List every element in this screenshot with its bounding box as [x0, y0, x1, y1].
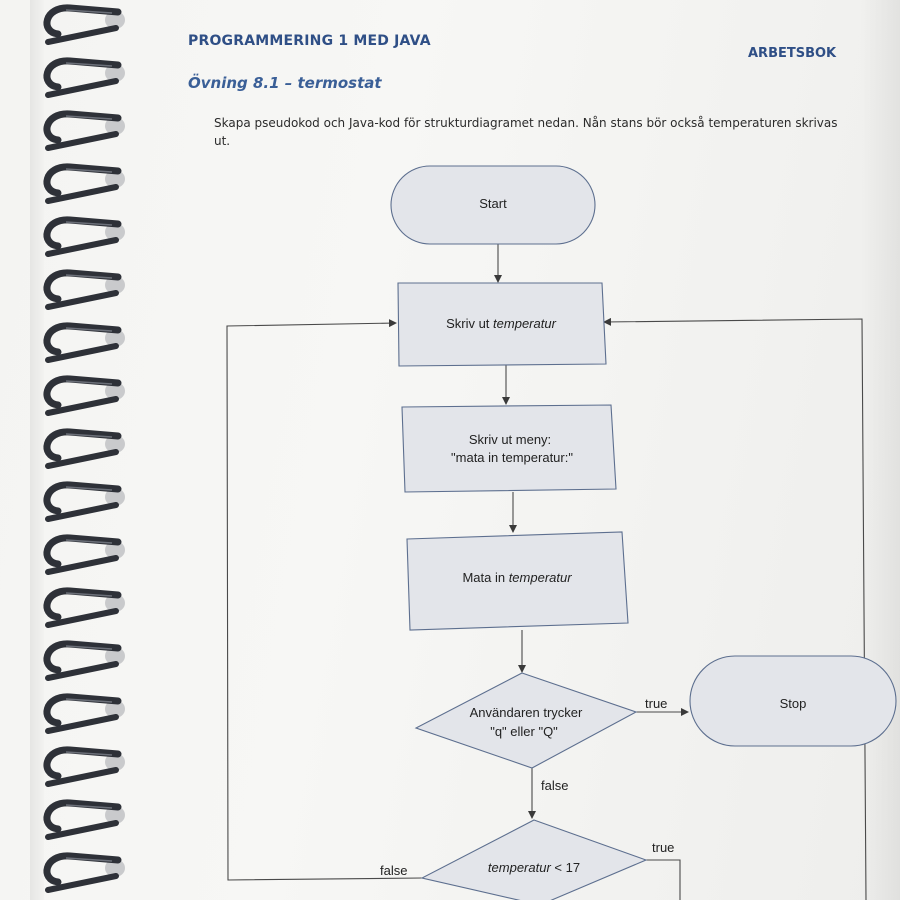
spiral-coil — [43, 640, 125, 681]
print-menu-node: Skriv ut meny: "mata in temperatur:" — [401, 404, 617, 493]
spiral-coil — [43, 746, 125, 787]
input-prefix: Mata in — [462, 570, 508, 585]
temp-decision-condition: < 17 — [551, 860, 580, 875]
temp-decision-variable: temperatur — [488, 860, 552, 875]
exercise-instruction: Skapa pseudokod och Java-kod för struktu… — [214, 116, 838, 148]
loop-return-right-line — [603, 317, 867, 900]
spiral-coil — [43, 110, 125, 151]
exercise-title: Övning 8.1 – termostat — [188, 74, 382, 92]
book-type-label: ARBETSBOK — [748, 46, 837, 61]
input-variable: temperatur — [509, 570, 573, 585]
edge-label-true-temp: true — [652, 840, 674, 855]
spiral-coil — [43, 375, 125, 416]
loop-left-line — [226, 319, 423, 881]
binding-strip — [30, 0, 44, 900]
quit-decision-node: Användaren trycker "q" eller "Q" — [414, 672, 638, 769]
edge-label-false-quit: false — [541, 778, 568, 793]
page-edge-shadow — [860, 0, 900, 900]
spiral-coil — [43, 481, 125, 522]
spiral-coil — [43, 57, 125, 98]
temperature-decision-node: temperatur < 17 — [420, 819, 648, 900]
svg-text:Mata in temperatur: Mata in temperatur — [462, 570, 572, 585]
spiral-coil — [43, 852, 125, 893]
spiral-coil — [43, 216, 125, 257]
spiral-coil — [43, 428, 125, 469]
edge-label-false-temp: false — [380, 863, 407, 878]
print-temperature-node: Skriv ut temperatur — [397, 282, 607, 367]
spiral-coil — [43, 4, 125, 45]
quit-decision-line2: "q" eller "Q" — [490, 724, 558, 739]
spiral-coil — [43, 587, 125, 628]
start-label: Start — [479, 196, 507, 211]
stop-label: Stop — [780, 696, 807, 711]
loop-right-line — [646, 859, 681, 900]
print-menu-line1: Skriv ut meny: — [469, 432, 551, 447]
print-menu-line2: "mata in temperatur:" — [451, 450, 573, 465]
quit-decision-line1: Användaren trycker — [470, 705, 583, 720]
course-title: PROGRAMMERING 1 MED JAVA — [188, 33, 431, 49]
start-node: Start — [390, 165, 596, 245]
print-temp-variable: temperatur — [493, 316, 557, 331]
svg-text:temperatur < 17: temperatur < 17 — [488, 860, 580, 875]
edge-label-true-stop: true — [645, 696, 667, 711]
spiral-coil — [43, 322, 125, 363]
spiral-coil — [43, 534, 125, 575]
spiral-coil — [43, 163, 125, 204]
spiral-coil — [43, 799, 125, 840]
stop-node: Stop — [689, 655, 897, 747]
svg-text:Skriv ut temperatur: Skriv ut temperatur — [446, 316, 557, 331]
spiral-coil — [43, 269, 125, 310]
spiral-coil — [43, 693, 125, 734]
spiral-binding — [43, 4, 125, 893]
input-temperature-node: Mata in temperatur — [406, 531, 629, 631]
print-temp-prefix: Skriv ut — [446, 316, 493, 331]
